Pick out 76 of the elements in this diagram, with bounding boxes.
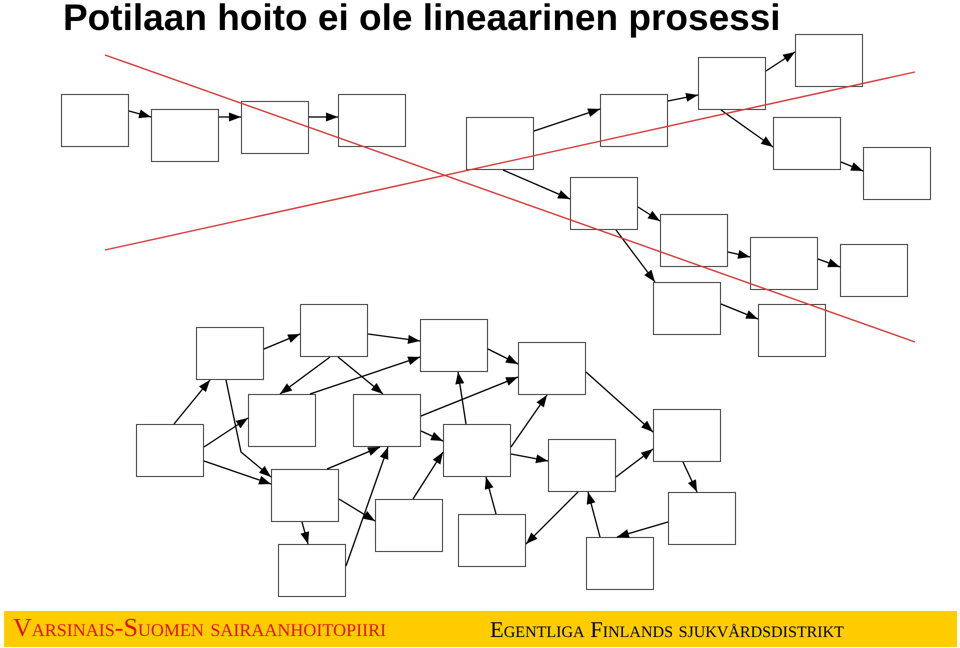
process-box bbox=[518, 342, 586, 395]
process-box bbox=[840, 244, 908, 297]
process-box bbox=[278, 544, 346, 597]
arrow bbox=[840, 161, 864, 172]
process-box bbox=[600, 94, 668, 147]
arrow bbox=[488, 348, 518, 365]
arrow bbox=[174, 380, 210, 424]
arrow bbox=[326, 446, 380, 470]
arrow bbox=[225, 380, 272, 478]
footer-text: Egentliga Finlands sjukvårdsdistrikt bbox=[490, 618, 844, 641]
arrow bbox=[510, 453, 548, 464]
process-box bbox=[668, 492, 736, 545]
arrow bbox=[338, 356, 384, 394]
arrow bbox=[668, 92, 698, 102]
arrow bbox=[309, 112, 338, 122]
arrow bbox=[510, 394, 548, 448]
process-box bbox=[795, 34, 863, 87]
arrow bbox=[526, 492, 578, 544]
process-box bbox=[420, 319, 488, 372]
process-box bbox=[660, 214, 728, 267]
arrow bbox=[219, 112, 241, 122]
process-box bbox=[466, 117, 534, 170]
process-box bbox=[548, 439, 616, 492]
process-box bbox=[300, 304, 368, 357]
arrow bbox=[638, 206, 660, 222]
process-box bbox=[653, 409, 721, 462]
process-box bbox=[61, 94, 129, 147]
arrow bbox=[615, 230, 656, 282]
arrow bbox=[720, 109, 774, 148]
arrow bbox=[264, 333, 300, 350]
arrow bbox=[455, 372, 467, 424]
process-box bbox=[586, 537, 654, 590]
arrow bbox=[616, 521, 668, 538]
arrow bbox=[300, 522, 310, 544]
arrow bbox=[345, 446, 389, 566]
arrow bbox=[616, 448, 654, 478]
arrow bbox=[412, 452, 444, 500]
arrow bbox=[128, 110, 152, 118]
arrow bbox=[420, 430, 444, 442]
process-box bbox=[443, 424, 511, 477]
arrow bbox=[420, 376, 518, 417]
arrow bbox=[728, 250, 750, 259]
arrow bbox=[310, 356, 420, 395]
arrow bbox=[338, 498, 376, 522]
process-box bbox=[863, 147, 931, 200]
arrow bbox=[720, 303, 758, 320]
arrow bbox=[204, 460, 272, 485]
process-box bbox=[248, 394, 316, 447]
process-box bbox=[196, 327, 264, 380]
arrow bbox=[534, 108, 600, 132]
arrow bbox=[368, 333, 420, 344]
process-box bbox=[241, 101, 309, 154]
arrow bbox=[586, 492, 601, 538]
process-box bbox=[375, 499, 443, 552]
arrow bbox=[766, 51, 796, 72]
process-box bbox=[758, 304, 826, 357]
process-box bbox=[353, 394, 421, 447]
process-box bbox=[338, 94, 406, 147]
process-box bbox=[653, 282, 721, 335]
footer-text: Varsinais-Suomen sairaanhoitopiiri bbox=[13, 615, 386, 641]
arrow bbox=[280, 356, 330, 395]
process-box bbox=[773, 117, 841, 170]
process-box bbox=[750, 237, 818, 290]
arrow bbox=[682, 462, 698, 492]
arrow bbox=[484, 476, 497, 514]
process-box bbox=[151, 109, 219, 162]
process-box bbox=[271, 469, 339, 522]
process-box bbox=[136, 424, 204, 477]
process-box bbox=[458, 514, 526, 567]
arrow bbox=[586, 372, 654, 432]
process-box bbox=[570, 177, 638, 230]
arrow bbox=[502, 169, 570, 200]
arrow bbox=[204, 417, 248, 448]
process-box bbox=[698, 57, 766, 110]
arrow bbox=[818, 258, 840, 268]
slide-title: Potilaan hoito ei ole lineaarinen prosessi bbox=[63, 0, 781, 36]
